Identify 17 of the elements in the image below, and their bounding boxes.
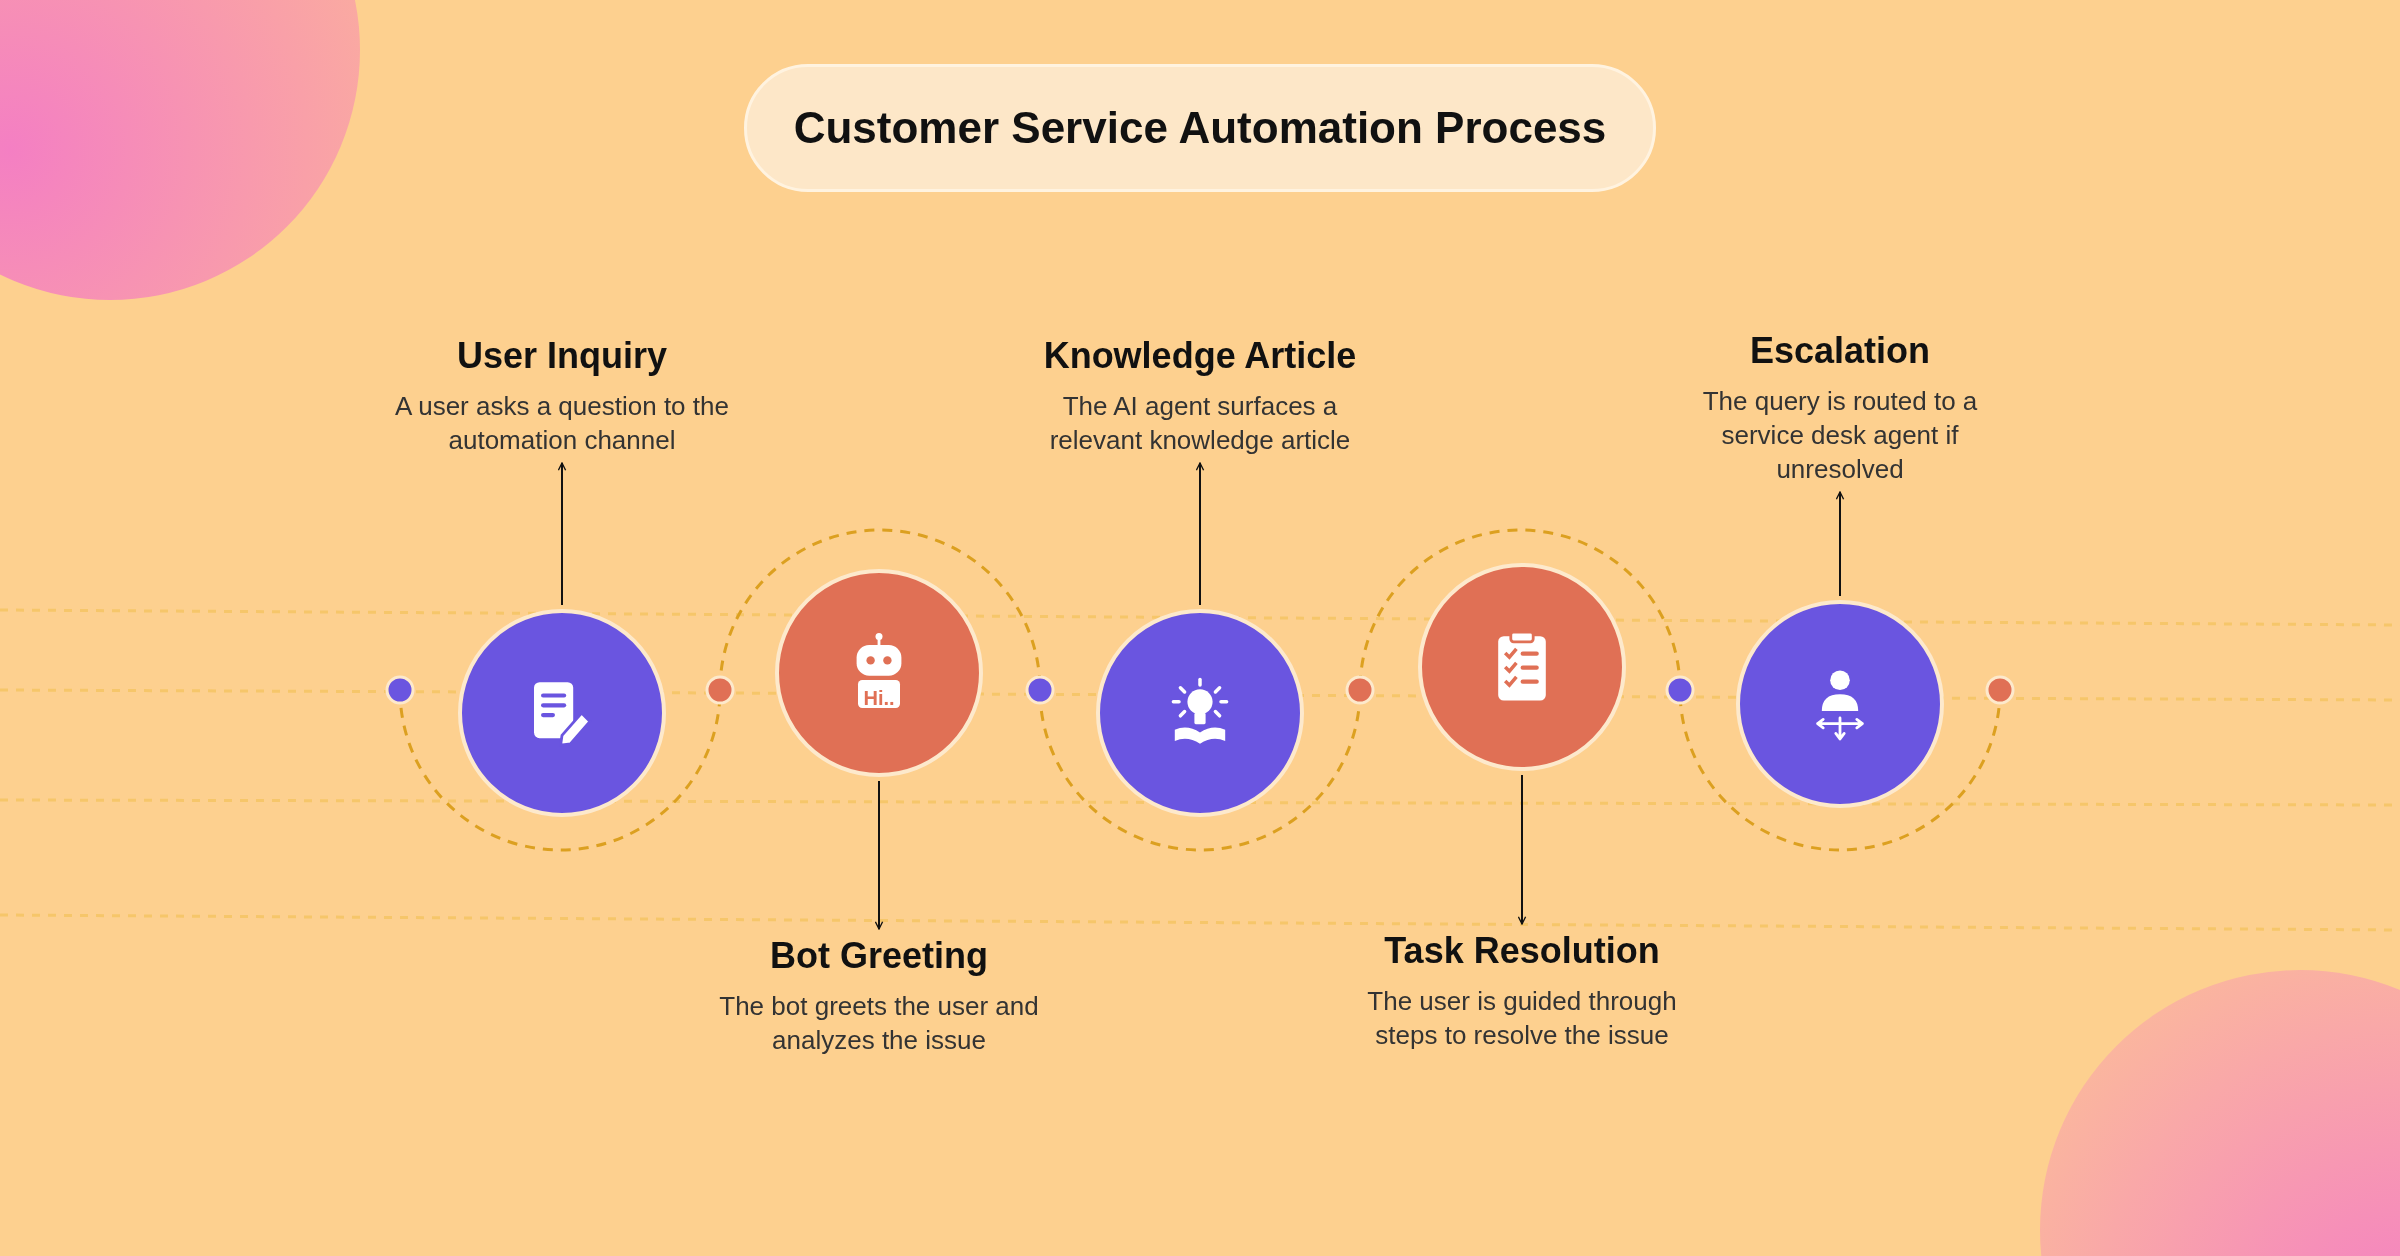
step-description: The query is routed to a service desk agent if unresolved <box>1701 385 1979 486</box>
step-title: Escalation <box>1749 330 1931 372</box>
step-title: Knowledge Article <box>1043 335 1357 377</box>
arrow <box>557 462 567 606</box>
arrow <box>1835 491 1845 597</box>
step-description: A user asks a question to the automation channel <box>394 390 730 457</box>
step-description: The user is guided through steps to resolve the issue <box>1366 985 1678 1052</box>
step-description: The AI agent surfaces a relevant knowledge article <box>1048 390 1352 457</box>
step-title: Bot Greeting <box>770 935 988 977</box>
arrow <box>874 780 884 930</box>
step-title: Task Resolution <box>1384 930 1660 972</box>
title-banner: Customer Service Automation Process <box>744 64 1656 192</box>
greeting-text: Hi.. <box>862 687 896 710</box>
arrow <box>1195 462 1205 606</box>
arrow <box>1517 774 1527 925</box>
step-description: The bot greets the user and analyzes the issue <box>718 990 1040 1057</box>
step-title: User Inquiry <box>456 335 668 377</box>
